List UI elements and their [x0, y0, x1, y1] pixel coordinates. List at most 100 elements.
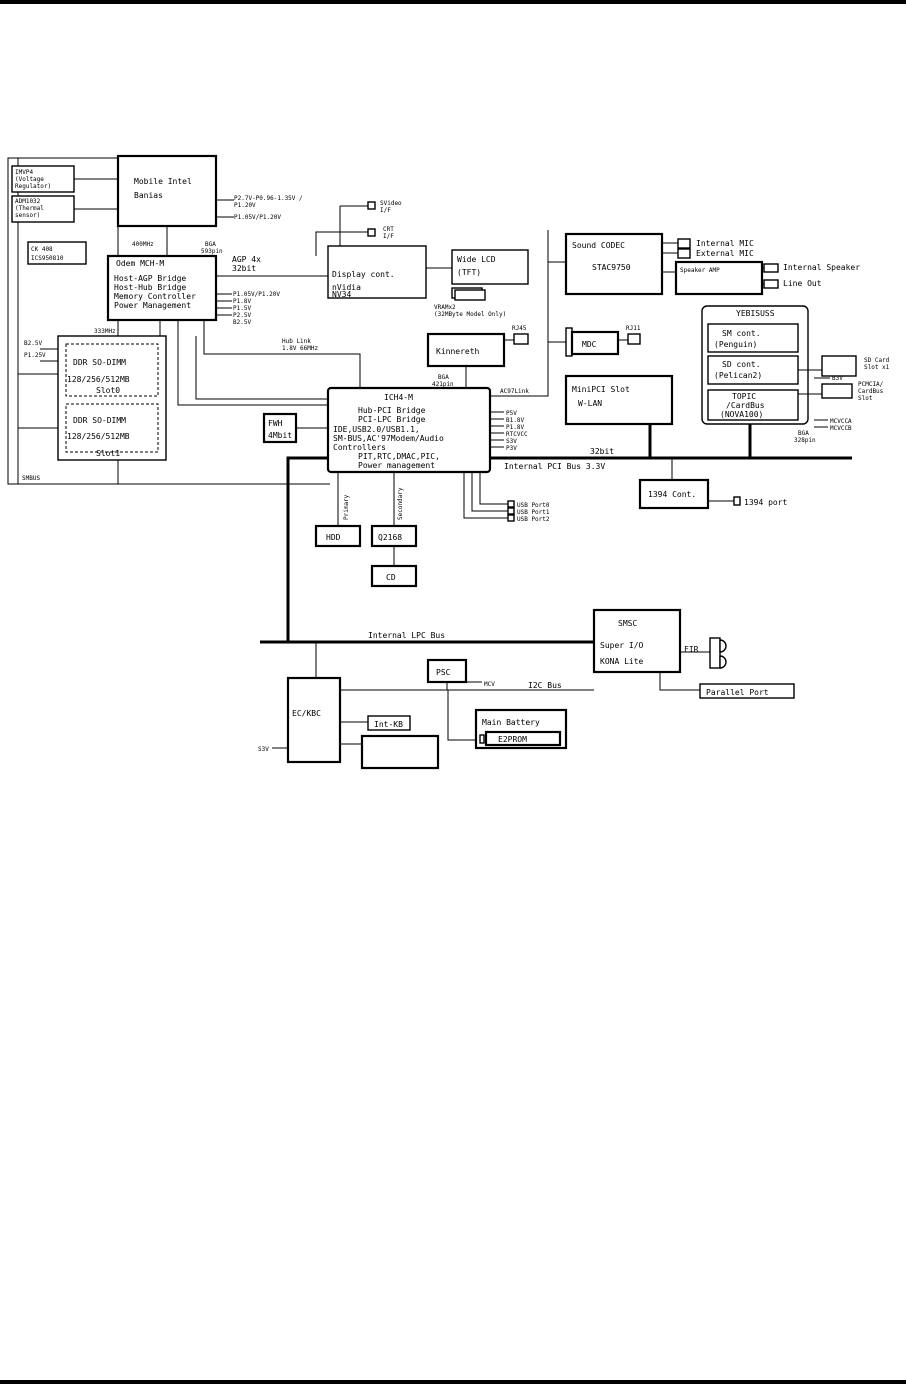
ich-voltages: P5V B1.8V P1.8V RTCVCC S3V P3V: [490, 410, 528, 452]
card-volt-b: MCVCCB: [830, 425, 852, 432]
ide-secondary-label: Secondary: [397, 487, 404, 520]
mem-clock-label: 333MHz: [94, 328, 116, 335]
smbus-label: SMBUS: [22, 475, 40, 482]
svg-text:Controllers: Controllers: [333, 443, 386, 452]
mch-voltages: P1.05V/P1.20V P1.8V P1.5V P2.5V B2.5V: [216, 291, 280, 326]
pci-width-label: 32bit: [590, 447, 614, 456]
svg-text:sensor): sensor): [15, 212, 40, 219]
svg-text:MDC: MDC: [582, 340, 597, 349]
svg-text:(Thermal: (Thermal: [15, 205, 44, 212]
svg-text:128/256/512MB: 128/256/512MB: [67, 375, 130, 384]
main-battery: Main Battery E2PROM: [474, 708, 568, 750]
kinnereth-block: Kinnereth: [426, 332, 506, 368]
mch-package-line2: 593pin: [201, 248, 223, 255]
svg-text:ADM1032: ADM1032: [15, 198, 41, 205]
svg-text:FWH: FWH: [268, 419, 283, 428]
svg-text:Slot x1: Slot x1: [864, 364, 890, 371]
svg-text:Display cont.: Display cont.: [332, 270, 395, 279]
memory-module-group: DDR SO-DIMM 128/256/512MB Slot0 DDR SO-D…: [57, 335, 167, 461]
mem-volt-2: P1.25V: [24, 352, 46, 359]
display-controller: Display cont. nVidia NV34: [327, 245, 427, 299]
svg-text:USB Port2: USB Port2: [517, 516, 550, 523]
svg-text:E2PROM: E2PROM: [498, 735, 527, 744]
fwh-block: FWH 4Mbit: [262, 412, 298, 444]
svg-text:Power management: Power management: [358, 461, 435, 470]
svg-text:Power Management: Power Management: [114, 301, 191, 310]
rj45-connector: RJ45: [512, 325, 529, 345]
ieee1394-controller: 1394 Cont.: [638, 478, 710, 510]
svg-text:SD Card: SD Card: [864, 357, 890, 364]
ac97-link-label: AC97Link: [500, 388, 529, 395]
svg-text:Sound CODEC: Sound CODEC: [572, 241, 625, 250]
svg-text:STAC9750: STAC9750: [592, 263, 631, 272]
svg-text:KONA Lite: KONA Lite: [600, 657, 644, 666]
usb-ports: USB Port0 USB Port1 USB Port2: [463, 472, 550, 523]
svg-text:Slot0: Slot0: [96, 386, 120, 395]
svg-text:VRAMx2: VRAMx2: [434, 304, 456, 311]
agp-label: AGP 4x: [232, 255, 261, 264]
mdc-block: MDC: [565, 327, 620, 357]
svg-text:YEBISUSS: YEBISUSS: [736, 309, 775, 318]
bay-block: Q2168: [370, 524, 418, 548]
svg-text:P1.5V: P1.5V: [233, 305, 251, 312]
svg-text:4Mbit: 4Mbit: [268, 431, 292, 440]
svg-text:EC/KBC: EC/KBC: [292, 709, 321, 718]
svg-text:RJ11: RJ11: [626, 325, 641, 332]
svg-text:Hub-PCI Bridge: Hub-PCI Bridge: [358, 406, 426, 415]
svg-text:Parallel Port: Parallel Port: [706, 688, 769, 697]
svg-text:Host-AGP Bridge: Host-AGP Bridge: [114, 274, 186, 283]
i2c-bus-label: I2C Bus: [528, 681, 562, 690]
svg-text:Banias: Banias: [134, 191, 163, 200]
mch-block: Odem MCH-M Host-AGP Bridge Host-Hub Brid…: [106, 254, 218, 322]
ec-volt-label: S3V: [258, 746, 269, 753]
fir-label: FIR: [684, 645, 699, 654]
mem-volt-1: B2.5V: [24, 340, 42, 347]
mch-package-line1: BGA: [205, 241, 216, 248]
ide-primary-label: Primary: [343, 494, 350, 520]
svg-text:TOPIC: TOPIC: [732, 392, 756, 401]
svg-text:USB Port0: USB Port0: [517, 502, 550, 509]
ich-package-line2: 421pin: [432, 381, 454, 388]
yebisu-package-line1: BGA: [798, 430, 809, 437]
svg-text:PIT,RTC,DMAC,PIC,: PIT,RTC,DMAC,PIC,: [358, 452, 440, 461]
smsc-superio: SMSC Super I/O KONA Lite: [592, 608, 682, 674]
svg-text:IDE,USB2.0/USB1.1,: IDE,USB2.0/USB1.1,: [333, 425, 420, 434]
svg-text:IMVP4: IMVP4: [15, 169, 33, 176]
svg-text:B2.5V: B2.5V: [233, 319, 251, 326]
svg-text:DDR SO-DIMM: DDR SO-DIMM: [73, 416, 126, 425]
svg-text:PSC: PSC: [436, 668, 451, 677]
vram-block: VRAMx2 (32MByte Model Only): [434, 287, 506, 318]
eckbc-block: EC/KBC: [286, 676, 342, 764]
svg-text:DDR SO-DIMM: DDR SO-DIMM: [73, 358, 126, 367]
svg-text:B1.8V: B1.8V: [506, 417, 524, 424]
svg-text:P5V: P5V: [506, 410, 517, 417]
ieee1394-port: 1394 port: [733, 496, 788, 507]
svg-text:P1.20V: P1.20V: [234, 202, 256, 209]
svg-text:I/F: I/F: [383, 233, 394, 240]
svg-text:P3V: P3V: [506, 445, 517, 452]
svideo-connector: SVideo I/F: [340, 200, 402, 214]
svg-text:NV34: NV34: [332, 290, 351, 299]
svg-text:CRT: CRT: [383, 226, 394, 233]
svg-text:SMSC: SMSC: [618, 619, 637, 628]
svg-text:RJ45: RJ45: [512, 325, 527, 332]
lpc-bus-label: Internal LPC Bus: [368, 631, 445, 640]
svg-text:SM-BUS,AC'97Modem/Audio: SM-BUS,AC'97Modem/Audio: [333, 434, 444, 443]
svg-text:Internal Speaker: Internal Speaker: [783, 263, 860, 272]
pci-drop: [286, 456, 328, 642]
svg-text:RTCVCC: RTCVCC: [506, 431, 528, 438]
pci-bus-label: Internal PCI Bus 3.3V: [504, 462, 605, 471]
svg-text:P1.8V: P1.8V: [506, 424, 524, 431]
card-volt-a: MCVCCA: [830, 418, 852, 425]
svg-text:1394 port: 1394 port: [744, 498, 788, 507]
svg-text:Slot: Slot: [858, 395, 873, 402]
svg-text:Q2168: Q2168: [378, 533, 402, 542]
card-volt-b3v: B3V: [832, 375, 843, 382]
hub-link-label: Hub Link: [282, 338, 311, 345]
svg-text:Regulator): Regulator): [15, 183, 51, 190]
imvp4-block: IMVP4 (Voltage Regulator): [11, 165, 75, 193]
svg-text:(Pelican2): (Pelican2): [714, 371, 762, 380]
svg-text:P2.7V-P0.96-1.35V /: P2.7V-P0.96-1.35V /: [234, 195, 303, 202]
svg-text:Mobile Intel: Mobile Intel: [134, 177, 192, 186]
clock-block: CK 408 ICS950810: [27, 241, 87, 265]
